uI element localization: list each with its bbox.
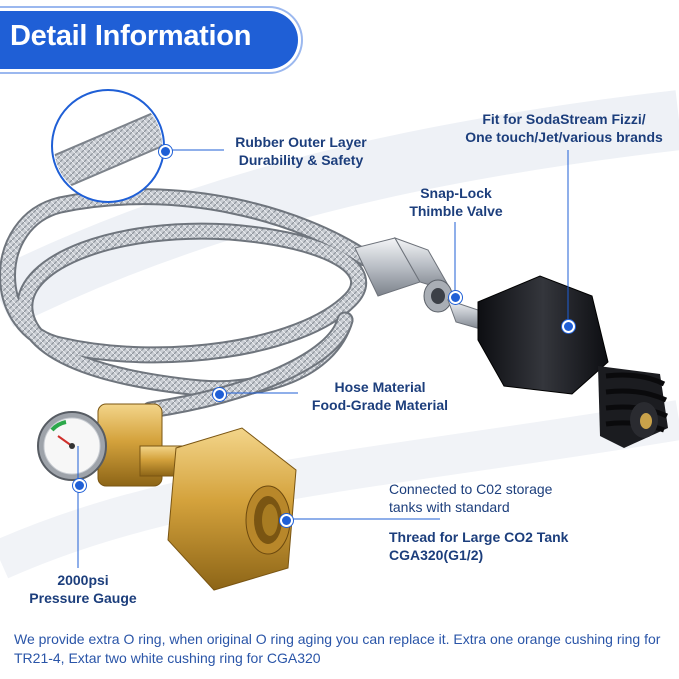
label-snap-line1: Snap-Lock	[420, 185, 492, 201]
footer-note: We provide extra O ring, when original O…	[14, 631, 661, 666]
callout-dot-rubber	[159, 145, 172, 158]
callout-dot-hose	[213, 388, 226, 401]
label-snap-line2: Thimble Valve	[409, 203, 503, 219]
label-rubber-line1: Rubber Outer Layer	[235, 134, 367, 150]
label-fit-line2: One touch/Jet/various brands	[465, 129, 663, 145]
label-fit-line1: Fit for SodaStream Fizzi/	[482, 111, 646, 127]
label-gauge-line2: Pressure Gauge	[29, 590, 137, 606]
callout-dot-fit	[562, 320, 575, 333]
callout-dot-gauge	[73, 479, 86, 492]
braid-zoom-circle	[51, 89, 165, 203]
callout-dot-thread	[280, 514, 293, 527]
label-thread-line1: Thread for Large CO2 Tank	[389, 529, 569, 545]
label-pressure-gauge: 2000psi Pressure Gauge	[18, 571, 148, 607]
label-hose-material: Hose Material Food-Grade Material	[300, 378, 460, 414]
label-hose-line2: Food-Grade Material	[311, 397, 449, 413]
cga320-brass-fitting	[97, 403, 297, 591]
label-thread-line2: CGA320(G1/2)	[389, 547, 484, 563]
leader-lines	[77, 149, 569, 568]
sodastream-adapter	[477, 275, 669, 448]
label-rubber-line2: Durability & Safety	[238, 152, 364, 168]
title-banner	[0, 11, 298, 69]
pressure-gauge	[37, 411, 107, 481]
label-hose-line1: Hose Material	[334, 379, 426, 395]
label-connected-storage: Connected to C02 storage tanks with stan…	[389, 480, 552, 516]
label-snap-lock: Snap-Lock Thimble Valve	[396, 184, 516, 220]
background-swoosh	[0, 90, 679, 327]
snap-lock-fitting	[354, 237, 485, 331]
label-gauge-line1: 2000psi	[57, 572, 109, 588]
label-thread-cga320: Thread for Large CO2 Tank CGA320(G1/2)	[389, 528, 568, 564]
label-fit-sodastream: Fit for SodaStream Fizzi/ One touch/Jet/…	[451, 110, 677, 146]
braided-hose	[0, 188, 374, 419]
label-rubber-outer-layer: Rubber Outer Layer Durability & Safety	[226, 133, 376, 169]
page-title: Detail Information	[10, 20, 252, 52]
label-connected-line2: tanks with standard	[389, 499, 510, 515]
callout-dot-snap	[449, 291, 462, 304]
label-connected-line1: Connected to C02 storage	[389, 481, 553, 497]
